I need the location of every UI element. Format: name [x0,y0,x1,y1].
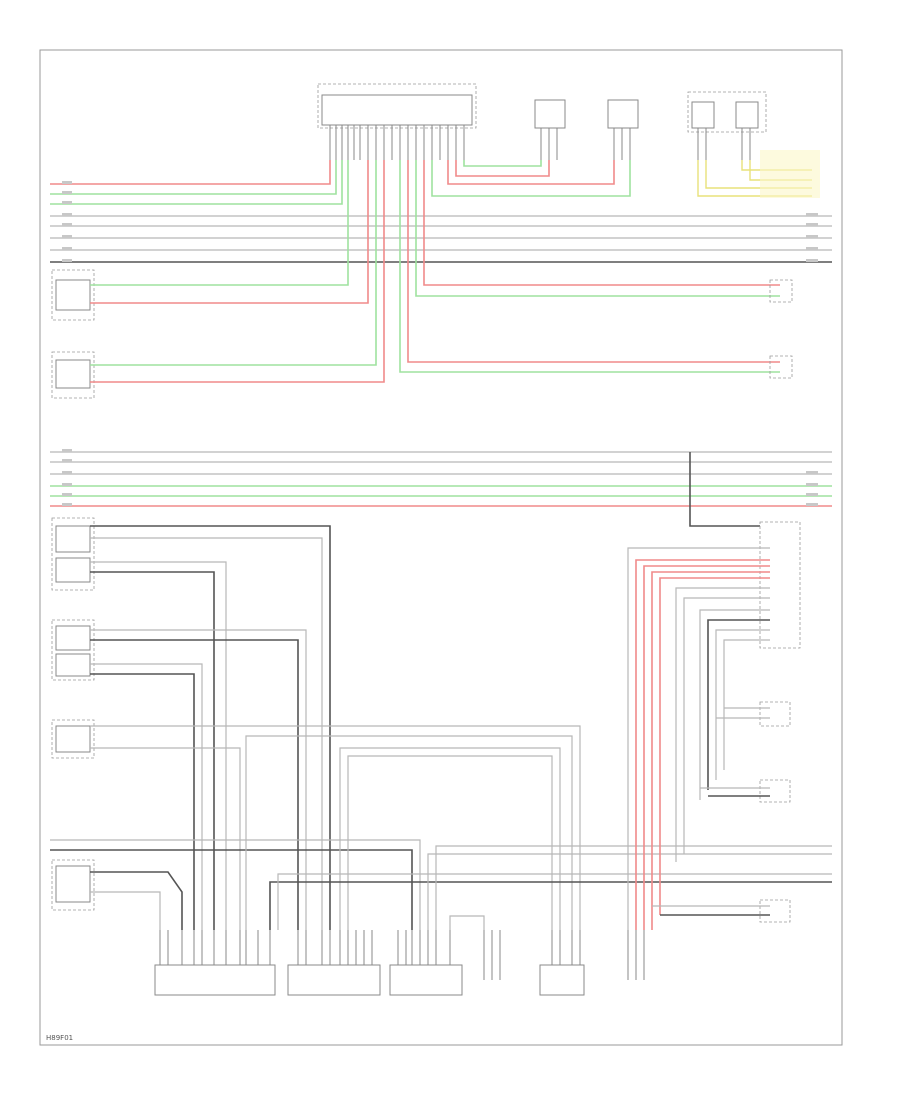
left-component-5 [51,719,581,930]
inner-vertical-wires [245,735,832,930]
left-component-4 [51,619,307,930]
right-component-5 [652,899,791,923]
top-bus [50,160,832,263]
top-link-wires [431,150,820,198]
top-connector-small-1 [534,99,566,160]
bottom-connector-2 [287,930,381,996]
right-component-2 [627,521,801,930]
left-component-6 [50,839,421,930]
bottom-connector-3 [389,930,463,996]
bottom-connector-4 [483,930,501,980]
bottom-connector-5 [539,930,585,996]
right-component-4 [700,779,791,803]
top-connector-small-2 [607,99,639,160]
top-connector-main [317,83,477,160]
wire-label-marks [62,181,818,506]
diagram-code-label: H89F01 [46,1034,73,1042]
right-component-3 [716,701,791,727]
diagram-frame [39,49,843,1046]
left-component-2 [51,160,385,399]
mid-bus [50,451,832,527]
left-component-3 [51,517,331,930]
bottom-connector-6 [627,930,645,980]
right-component-1 [399,160,793,379]
left-component-1 [51,160,369,321]
bottom-connector-1 [154,930,276,996]
top-connector-small-3 [687,91,767,160]
